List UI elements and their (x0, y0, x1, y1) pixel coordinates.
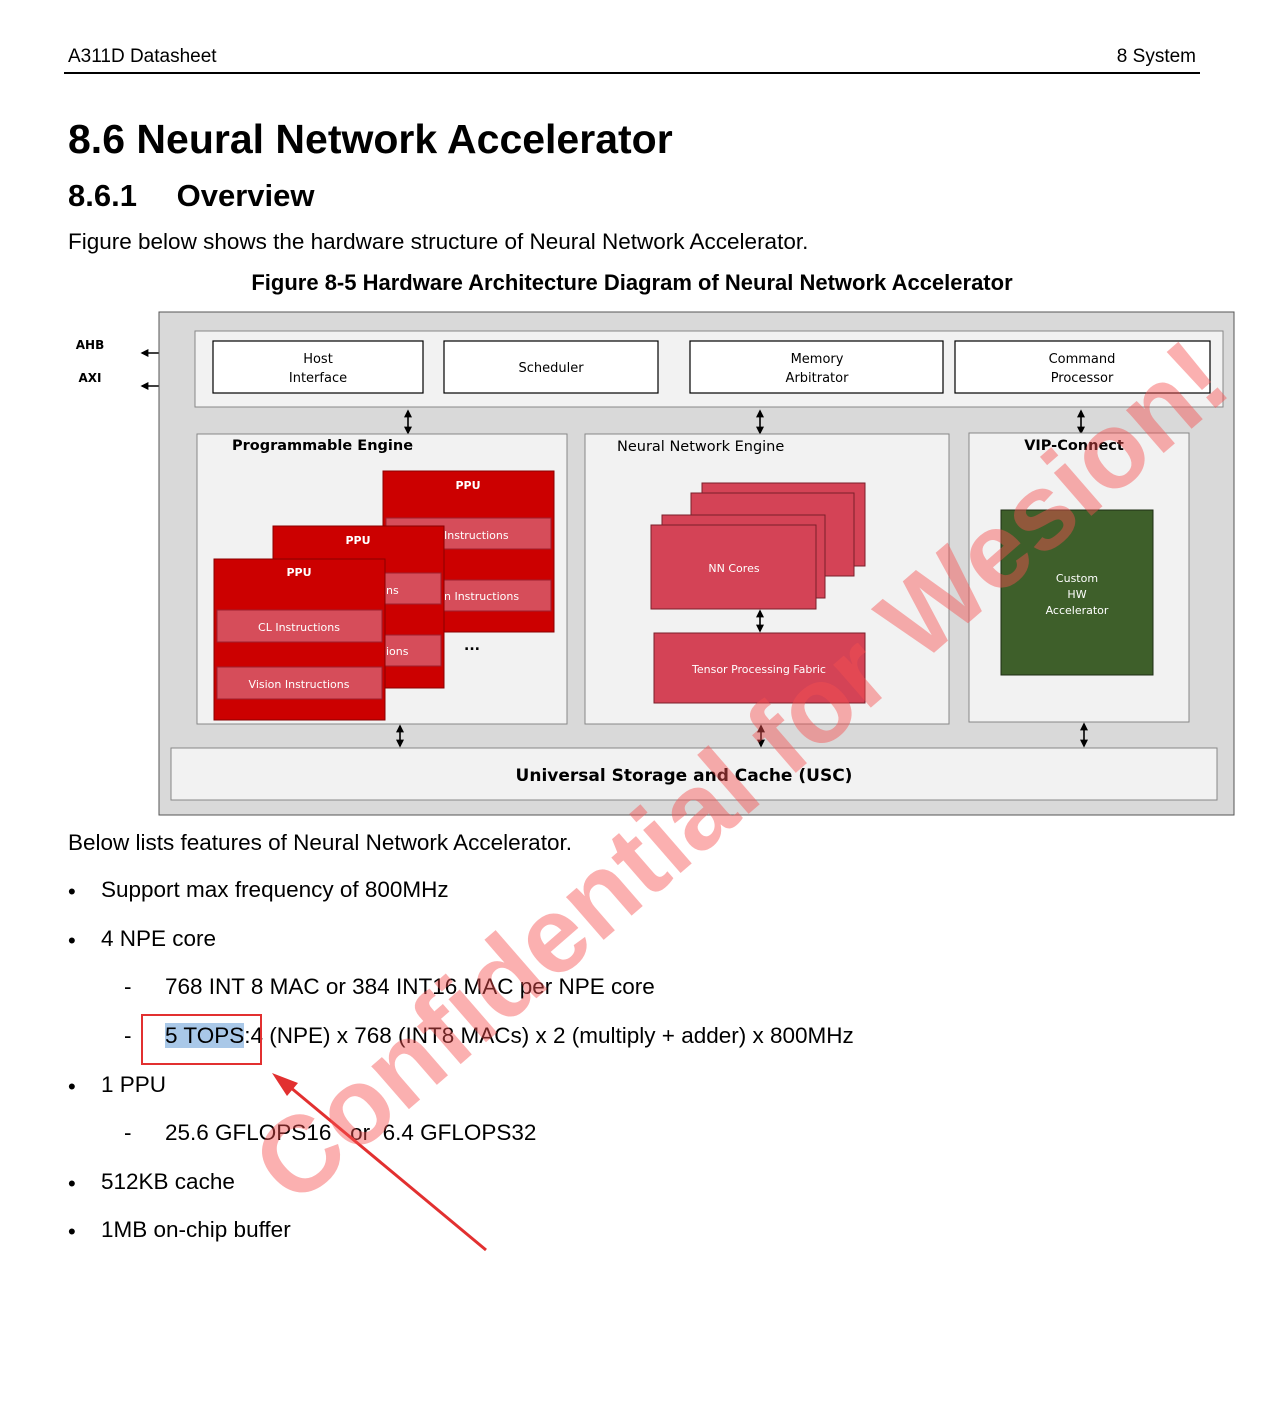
custom-hw-accelerator-block: Custom HW Accelerator (1000, 509, 1154, 676)
axi-label: AXI (78, 371, 101, 385)
subsection-heading: 8.6.1 Overview (68, 178, 315, 214)
architecture-diagram: AHB AXI Host Interface Scheduler Memory … (76, 311, 1235, 816)
subsection-title: Overview (176, 178, 315, 213)
tops-formula: :4 (NPE) x 768 (INT8 MACs) x 2 (multiply… (244, 1023, 854, 1048)
header-section: 8 System (1116, 46, 1196, 67)
scheduler-block: Scheduler (443, 340, 659, 394)
ppu-card-front: PPU CL Instructions Vision Instructions (213, 558, 386, 721)
bullet-5: • (68, 1219, 76, 1244)
header-rule (64, 72, 1200, 74)
ppu-back-row-1: Instructions (444, 529, 509, 542)
nn-engine-title: Neural Network Engine (617, 439, 784, 455)
command-processor-line1: Command (1049, 352, 1116, 367)
ppu-front-label: PPU (286, 566, 311, 579)
memory-arbitrator-block: Memory Arbitrator (689, 340, 944, 394)
tops-callout-box (141, 1014, 262, 1065)
dash-3: - (124, 1120, 132, 1145)
memory-arbitrator-line2: Arbitrator (786, 371, 850, 386)
scheduler-label: Scheduler (518, 361, 584, 376)
vip-connect-title: VIP-Connect (1024, 438, 1124, 454)
intro-paragraph: Figure below shows the hardware structur… (68, 229, 809, 254)
custom-hw-line2: HW (1067, 588, 1086, 601)
tops-highlight: 5 TOPS (165, 1023, 245, 1048)
features-intro: Below lists features of Neural Network A… (68, 830, 572, 855)
feature-buffer: 1MB on-chip buffer (101, 1217, 291, 1242)
feature-ppu: 1 PPU (101, 1072, 167, 1097)
ppu-front-row-cl: CL Instructions (258, 621, 340, 634)
subsection-number: 8.6.1 (68, 178, 137, 213)
host-interface-block: Host Interface (212, 340, 424, 394)
host-interface-line2: Interface (289, 371, 347, 386)
feature-tops-line: 5 TOPS:4 (NPE) x 768 (INT8 MACs) x 2 (mu… (165, 1023, 854, 1049)
bullet-3: • (68, 1074, 76, 1099)
memory-arbitrator-line1: Memory (791, 352, 844, 367)
host-interface-line1: Host (303, 352, 333, 367)
universal-storage-block: Universal Storage and Cache (USC) (170, 747, 1218, 801)
programmable-engine-title: Programmable Engine (232, 438, 413, 454)
section-number: 8.6 (68, 116, 125, 162)
ppu-front-row-vision: Vision Instructions (249, 678, 350, 691)
ppu-back-label: PPU (455, 479, 480, 492)
header-doc-title: A311D Datasheet (68, 46, 217, 67)
figure-caption: Figure 8-5 Hardware Architecture Diagram… (251, 270, 1013, 295)
universal-storage-label: Universal Storage and Cache (USC) (516, 766, 853, 786)
tensor-fabric-label: Tensor Processing Fabric (691, 663, 826, 676)
custom-hw-line3: Accelerator (1046, 604, 1109, 617)
command-processor-line2: Processor (1051, 371, 1114, 386)
bullet-2: • (68, 928, 76, 953)
dash-2: - (124, 1023, 132, 1048)
feature-frequency: Support max frequency of 800MHz (101, 877, 449, 902)
feature-mac-per-core: 768 INT 8 MAC or 384 INT16 MAC per NPE c… (165, 974, 655, 999)
ppu-mid-row-2: ions (386, 645, 409, 658)
custom-hw-line1: Custom (1056, 572, 1098, 585)
bullet-1: • (68, 879, 76, 904)
section-heading: 8.6 Neural Network Accelerator (68, 116, 673, 163)
feature-gflops: 25.6 GFLOPS16 or 6.4 GFLOPS32 (165, 1120, 537, 1145)
command-processor-block: Command Processor (954, 340, 1211, 394)
feature-cache: 512KB cache (101, 1169, 235, 1194)
dash-1: - (124, 974, 132, 999)
ppu-mid-label: PPU (345, 534, 370, 547)
nn-cores-stack: NN Cores (650, 482, 866, 610)
section-title: Neural Network Accelerator (136, 116, 673, 162)
bullet-4: • (68, 1171, 76, 1196)
nn-cores-label: NN Cores (708, 562, 759, 575)
ppu-mid-row-1: ns (386, 584, 399, 597)
ppu-ellipsis: ... (464, 638, 480, 654)
ahb-label: AHB (76, 338, 104, 352)
tensor-fabric-block: Tensor Processing Fabric (653, 632, 866, 704)
feature-npe-core: 4 NPE core (101, 926, 217, 951)
ppu-back-row-2: n Instructions (444, 590, 519, 603)
